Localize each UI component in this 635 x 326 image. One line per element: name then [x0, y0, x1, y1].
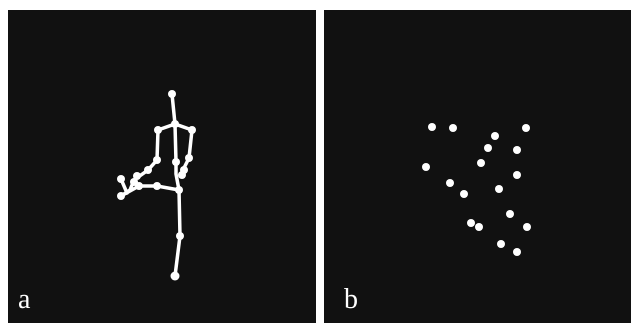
point-light-figure [422, 123, 531, 256]
panel-a-skeleton: a [8, 10, 316, 323]
bone-spine [173, 122, 181, 192]
bone-head-neck [170, 92, 177, 126]
skeleton-joints [117, 90, 196, 281]
skeleton-figure [117, 90, 196, 281]
bone-right-arm [180, 128, 194, 174]
point-dots [422, 123, 531, 256]
bone-hand-link [119, 184, 181, 198]
panel-b-label: b [344, 284, 358, 315]
panel-a-label: a [18, 284, 31, 315]
panel-b-points: b [324, 10, 631, 323]
